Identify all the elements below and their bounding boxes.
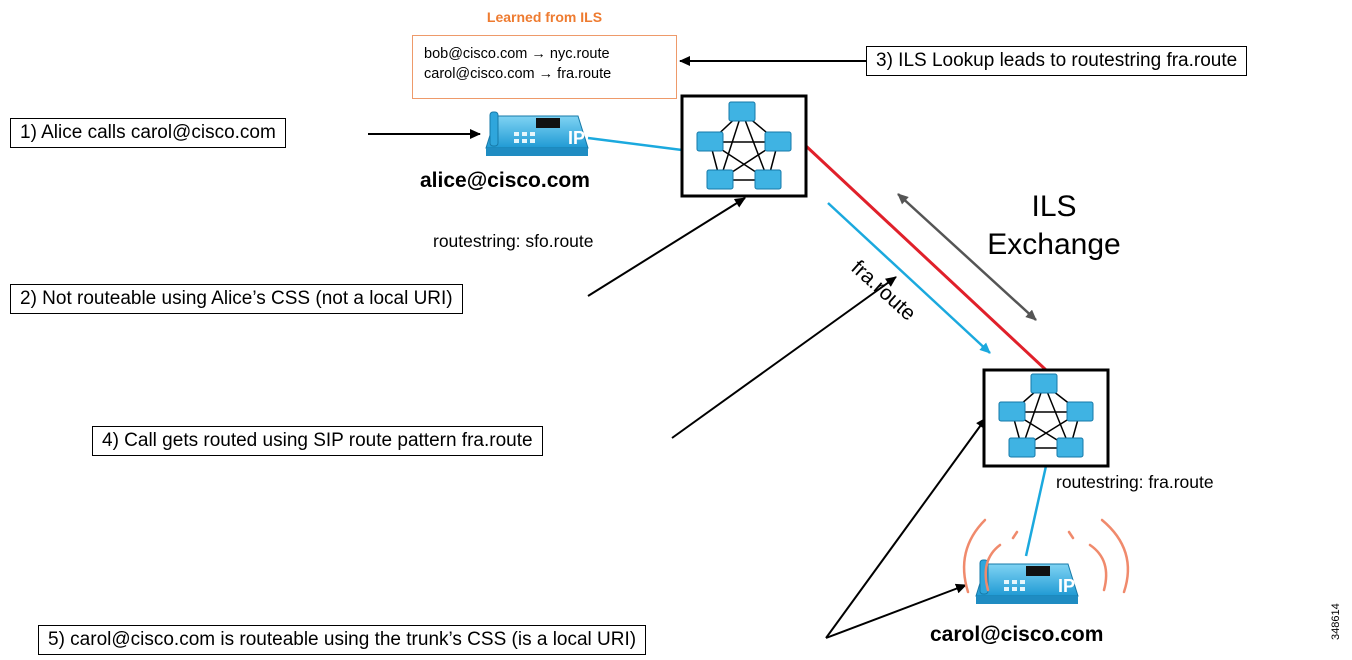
step1-callout: 1) Alice calls carol@cisco.com [10,118,286,148]
ils-exchange-arrow [897,193,1037,321]
alice-to-cluster-link [587,136,683,152]
call-manager-cluster-icon [680,94,808,198]
cluster-to-carol-link [1024,465,1048,557]
ils-exchange-line2: Exchange [987,228,1121,261]
step4-arrow [671,276,897,439]
step3-callout: 3) ILS Lookup leads to routestring fra.r… [866,46,1248,76]
ils-row-bob: bob@cisco.com → nyc.route [424,46,610,62]
step5-callout: 5) carol@cisco.com is routeable using th… [38,625,647,655]
svg-text:IP: IP [568,128,585,148]
step5-arrow-to-cluster [825,417,987,639]
ils-learned-table: bob@cisco.com → nyc.route carol@cisco.co… [412,35,677,99]
figure-id: 348614 [1330,603,1342,640]
alice-label: alice@cisco.com [420,169,590,192]
carol-label: carol@cisco.com [930,623,1104,646]
step5-arrow-to-phone [825,583,967,639]
call-manager-cluster-icon [982,368,1110,468]
routestring-sfo-label: routestring: sfo.route [433,231,594,251]
ils-table-title: Learned from ILS [486,9,603,25]
ringing-waves-icon [962,518,1130,594]
ils-row-carol: carol@cisco.com → fra.route [424,66,612,82]
ip-phone-icon: IP [485,111,589,156]
ils-exchange-label: ILS Exchange [966,188,1142,264]
step2-arrow [587,197,746,297]
ils-exchange-line1: ILS [1031,190,1077,223]
step2-callout: 2) Not routeable using Alice’s CSS (not … [10,284,463,314]
svg-text:IP: IP [1058,576,1075,596]
step4-callout: 4) Call gets routed using SIP route patt… [92,426,543,456]
ip-phone-icon: IP [975,559,1079,604]
routestring-fra-label: routestring: fra.route [1056,472,1214,492]
